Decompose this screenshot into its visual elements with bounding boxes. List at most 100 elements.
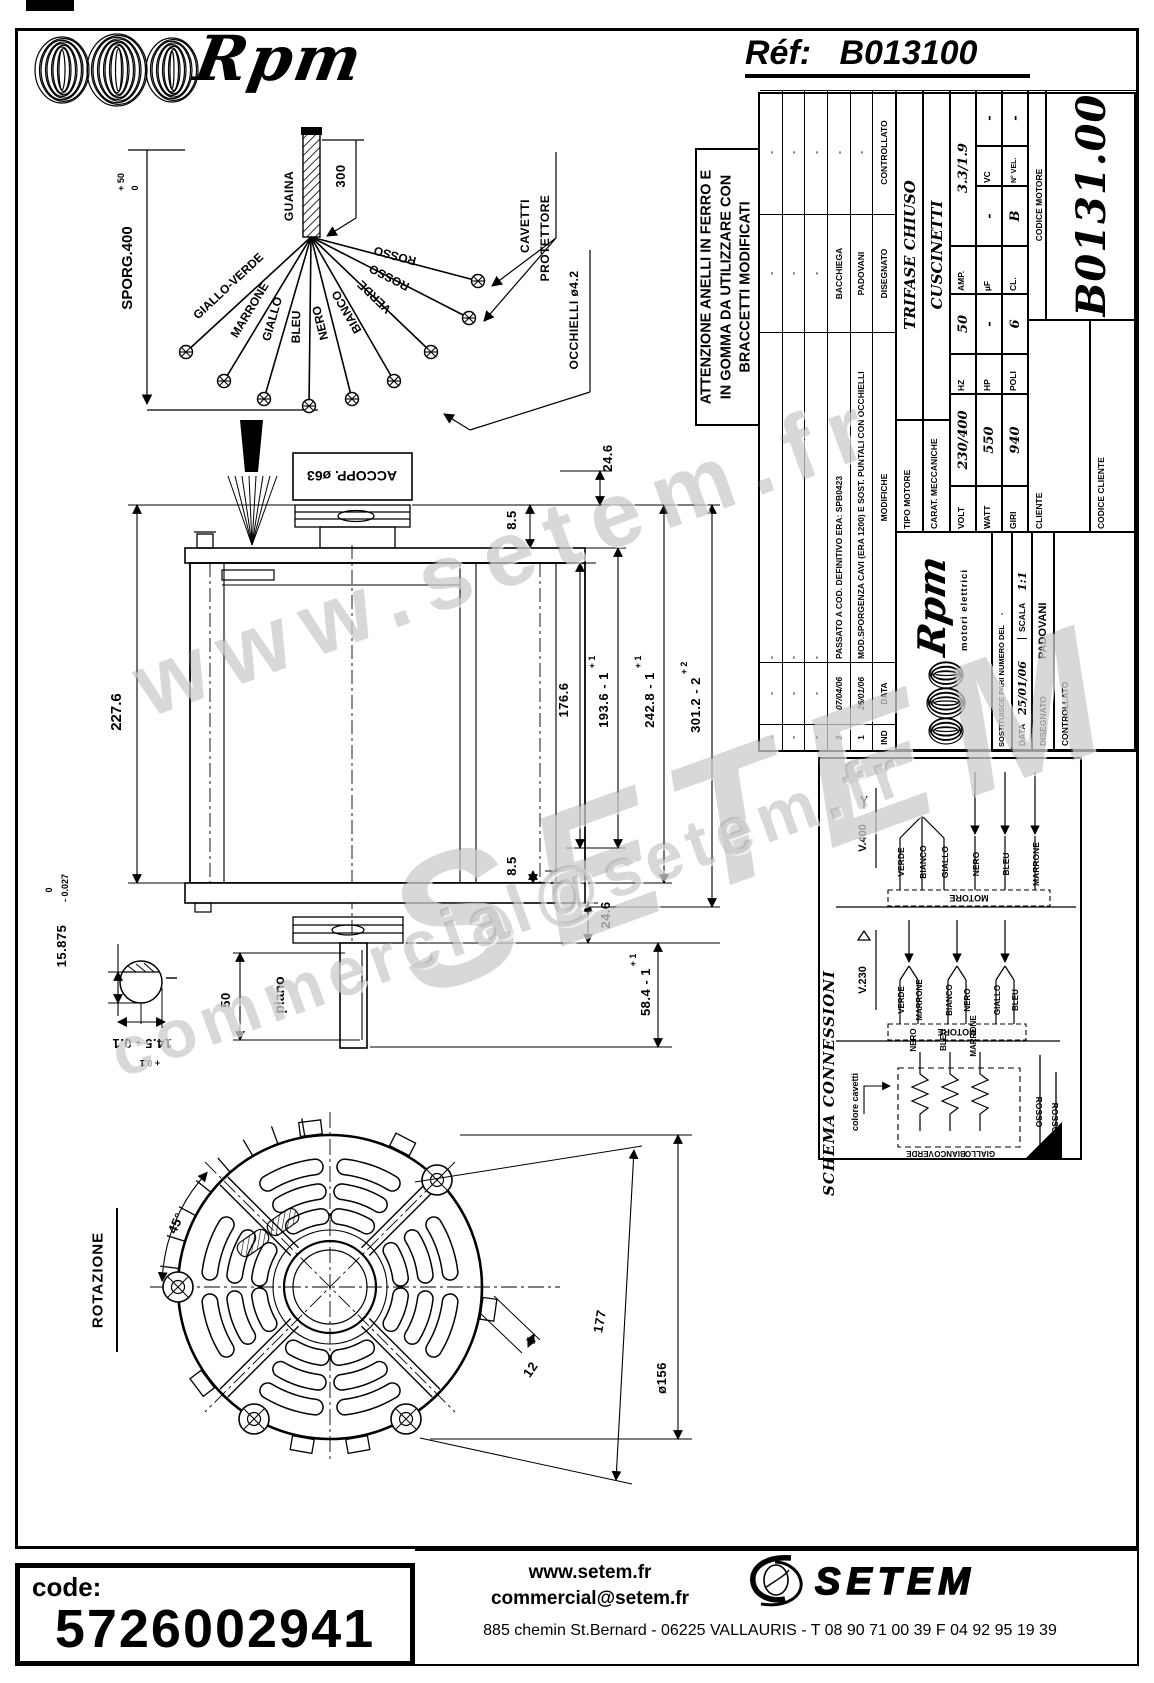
titleblock-logo-cell: Rpm motori elettrici	[896, 532, 992, 750]
page-corner-mark	[26, 0, 74, 11]
rev-cell: -	[782, 214, 806, 332]
dim-145-tol: + 0.1	[140, 1058, 160, 1068]
top-end-plate	[184, 547, 586, 564]
star-wires	[899, 772, 1040, 890]
hz-label: HZ	[956, 379, 966, 391]
top-coupling	[294, 504, 411, 549]
dim-145: 14.5 - 0.1	[112, 1036, 172, 1051]
dim-2428: 242.8 - 1	[642, 672, 657, 728]
cable-fan-lines	[227, 475, 278, 546]
uf-value-cell: -	[976, 186, 1002, 246]
dim-3012: 301.2 - 2	[688, 677, 703, 733]
hp-label-cell: HP	[976, 354, 1002, 394]
rev-header-controllato: CONTROLLATO	[873, 90, 896, 214]
rev-cell: -	[805, 214, 828, 332]
rev-cell: -	[760, 90, 783, 214]
hz-value-cell: 50	[950, 294, 976, 354]
footer-email: commercial@setem.fr	[490, 1588, 690, 1609]
dim-85-top: 8.5	[504, 510, 519, 530]
rev-cell: 2	[827, 724, 851, 750]
rotazione-label: ROTAZIONE	[89, 1231, 107, 1329]
rev-cell: -	[760, 332, 783, 662]
star-symbol-icon	[860, 795, 868, 809]
vc-value-cell: -	[976, 90, 1002, 146]
rev-cell: PADOVANI	[850, 214, 874, 332]
star-wire-label: MARRONE	[1031, 842, 1041, 886]
tipo-label: TIPO MOTORE	[902, 469, 912, 529]
rosso-label: ROSSO	[1050, 1103, 1060, 1134]
top-stud	[196, 533, 214, 549]
cable-bundle	[240, 420, 263, 472]
winding-top-label: MARRONE	[969, 1015, 978, 1057]
sporg-label: SPORG.400	[119, 226, 136, 309]
controllato-label: CONTROLLATO	[1060, 681, 1070, 746]
v400-label: V.400	[857, 824, 869, 852]
rev-cell: -	[760, 214, 783, 332]
rev-cell: MOD.SPORGENZA CAVI (ERA 1200) E SOST. PU…	[850, 332, 874, 662]
nvel-value: -	[1008, 115, 1023, 121]
rev-cell: -	[760, 662, 783, 724]
nameplate	[221, 569, 275, 581]
schema-title: SCHEMA CONNESSIONI	[820, 970, 838, 1196]
setem-logo-text: SETEM	[815, 1561, 976, 1603]
amp-label: AMP.	[956, 270, 966, 291]
rev-header-disegnato: DISEGNATO	[873, 214, 896, 332]
winding-box	[897, 1067, 1021, 1148]
star-wire-label: BLEU	[1001, 852, 1011, 875]
codice-motore-header: CODICE MOTORE	[1028, 90, 1046, 320]
titleblock-rpm-text: Rpm	[909, 552, 954, 659]
dimension-lines	[525, 470, 717, 1048]
accopp-label: ACCOPP. ø63	[307, 468, 397, 484]
dim-156: ø156	[654, 1362, 669, 1394]
winding-top-label: BLEU	[939, 1029, 948, 1051]
rpm-coils-logo	[34, 33, 199, 107]
tipo-value: TRIFASE CHIUSO	[901, 180, 919, 330]
delta-wire-label: BLEU	[1011, 989, 1020, 1011]
hub-ring	[272, 1229, 388, 1345]
footer-website: www.setem.fr	[528, 1562, 652, 1583]
footer-panel	[415, 1549, 1139, 1666]
terminal-detail	[236, 1207, 300, 1258]
giri-label: GIRI	[1008, 511, 1018, 529]
vc-label: VC	[982, 171, 992, 183]
carat-value: CUSCINETTI	[928, 200, 946, 310]
dim-246-bot: 24.6	[598, 901, 613, 928]
star-wire-label: GIALLO	[940, 846, 950, 878]
bottom-end-plate	[184, 882, 586, 904]
dim-2276: 227.6	[108, 693, 125, 731]
watt-value: 550	[982, 426, 997, 454]
rev-header-modifiche: MODIFICHE	[873, 332, 896, 662]
guaina-sheath	[302, 132, 321, 238]
sporg-tol-minus: 0	[130, 185, 140, 190]
footer-address: 885 chemin St.Bernard - 06225 VALLAURIS …	[483, 1622, 1057, 1639]
delta-wire-label: BIANCO	[945, 984, 954, 1016]
colore-cavetti-label: colore cavetti	[850, 1073, 860, 1131]
shaft	[339, 942, 368, 1049]
star-wire-label: NERO	[971, 851, 981, 876]
dim-246-top: 24.6	[600, 444, 615, 471]
centerlines	[150, 1112, 560, 1462]
revision-table: - - - - - - - - - - - - - - - 2 07/04/06…	[760, 90, 897, 750]
cl-label-cell: CL.	[1002, 246, 1028, 294]
motore-box-delta	[887, 1023, 1027, 1041]
disegnato-label: DISEGNATO	[1038, 696, 1048, 746]
wire-lines	[185, 236, 479, 407]
nvel-value-cell: -	[1002, 90, 1028, 146]
shaft-bore	[292, 1249, 368, 1325]
codice-cliente-cell: CODICE CLIENTE	[1090, 320, 1138, 532]
rim-studs	[160, 1118, 306, 1270]
vent-slots-and-spokes	[201, 1158, 459, 1416]
disegnato-value: PADOVANI	[1037, 602, 1049, 659]
schema-connessioni-drawing: SCHEMA CONNESSIONI V.400 VERDE BIANCO GI…	[820, 772, 1076, 1196]
poli-label-cell: POLI	[1002, 354, 1028, 394]
winding-bottom-label: BIANCO	[934, 1149, 966, 1158]
watt-value-cell: 550	[976, 394, 1002, 486]
watt-label: WATT	[982, 505, 992, 529]
wire-label: GIALLO	[259, 295, 285, 342]
hz-value: 50	[956, 314, 971, 334]
volt-label-cell: VOLT	[950, 486, 976, 532]
dim-1766: 176.6	[556, 682, 571, 717]
rev-cell: -	[782, 724, 806, 750]
amp-value-cell: 3.3/1.9	[950, 90, 976, 246]
wire-label: NERO	[309, 304, 331, 341]
